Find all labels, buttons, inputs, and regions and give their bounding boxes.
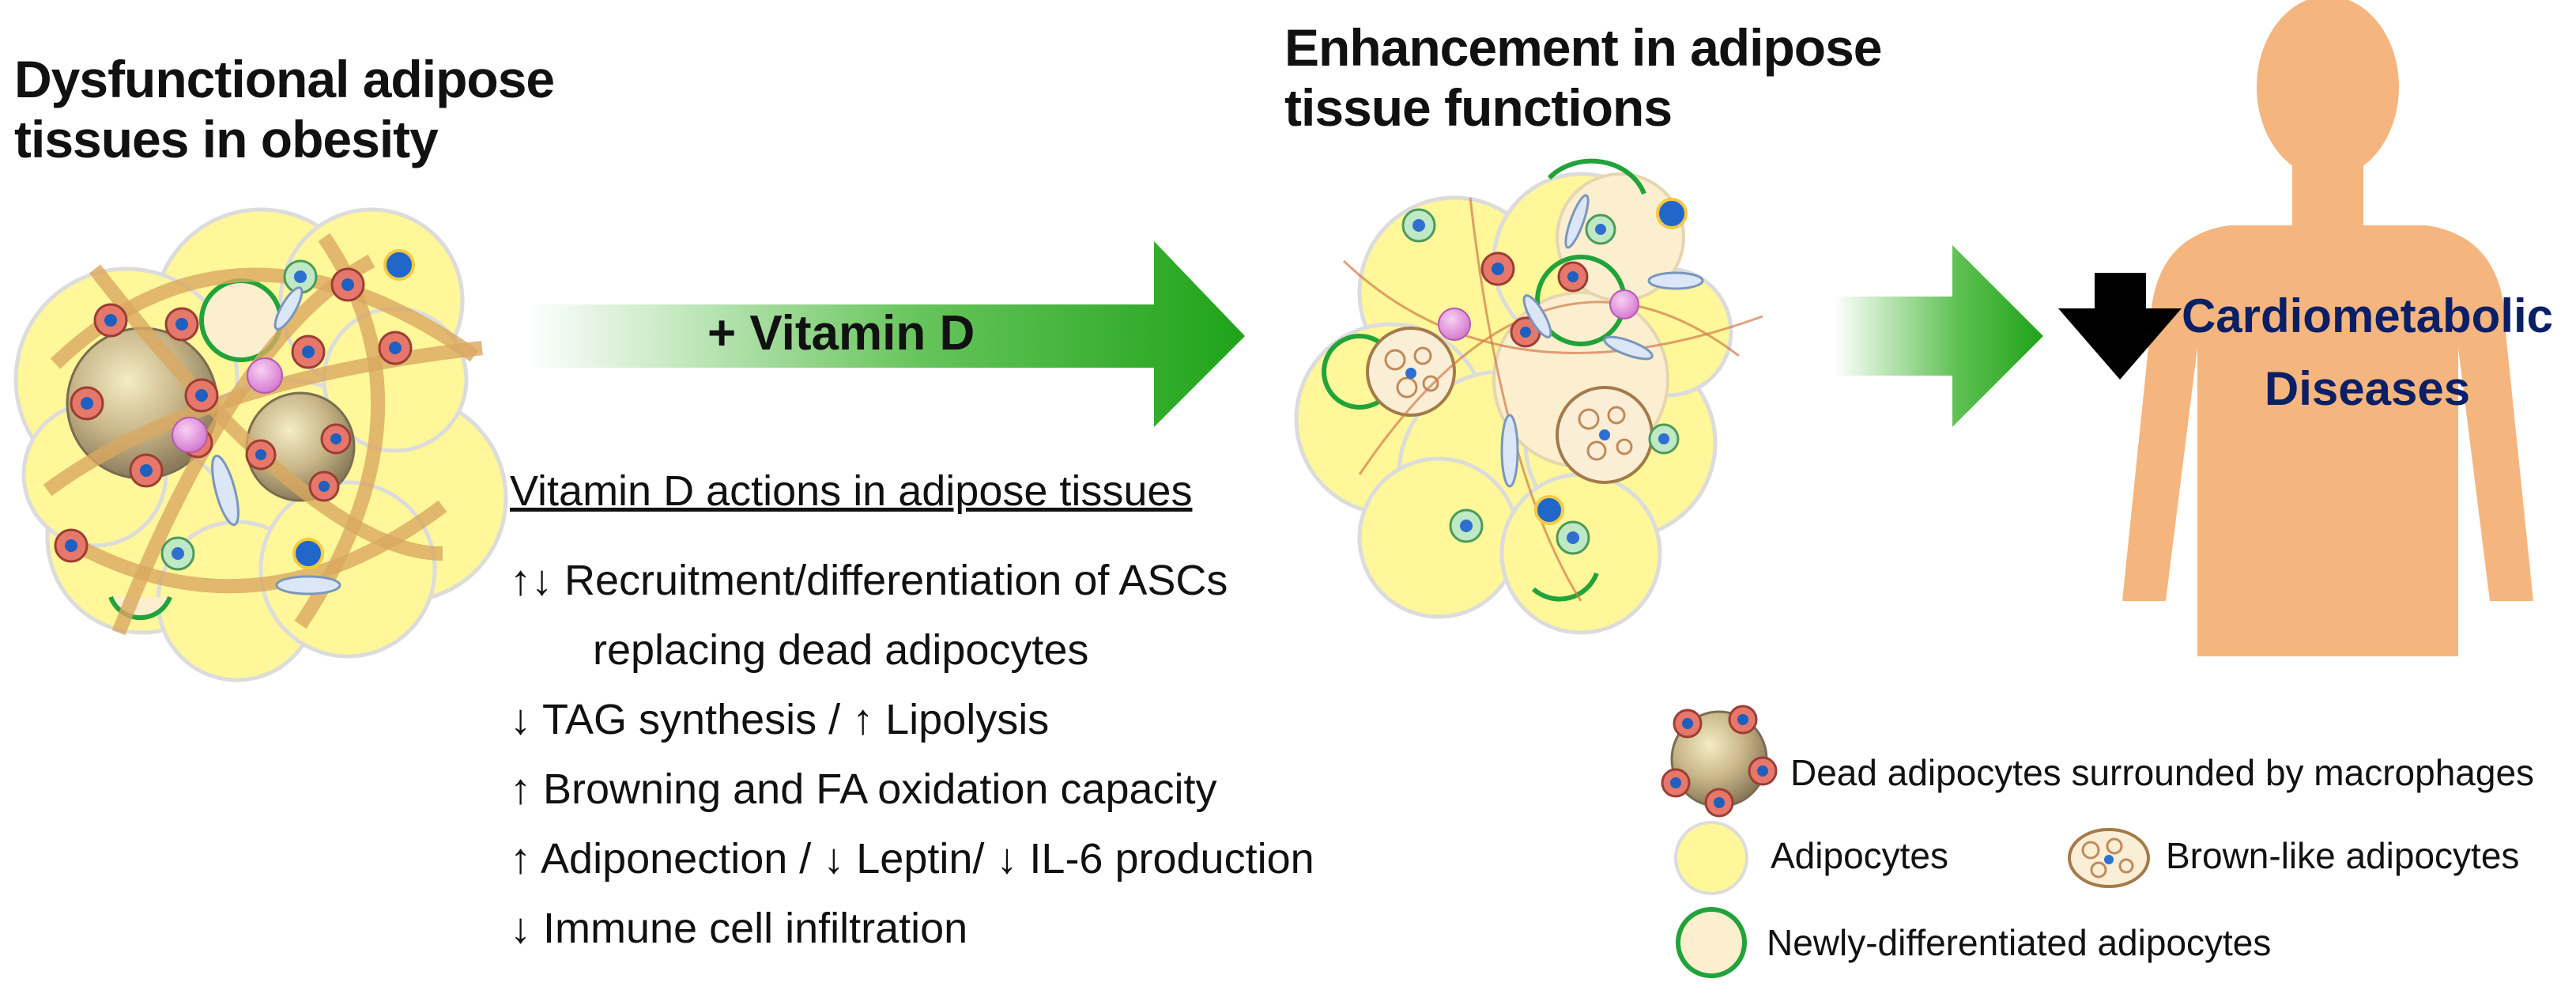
outcome-line-1: Cardiometabolic: [2181, 289, 2554, 342]
legend-dead-label: Dead adipocytes surrounded by macrophage…: [1790, 752, 2535, 793]
actions-title: Vitamin D actions in adipose tissues: [510, 467, 1193, 515]
action-item: ↑↓ Recruitment/differentiation of ASCs: [510, 557, 1228, 604]
vitamin-d-label: + Vitamin D: [707, 306, 975, 361]
actions-list: ↑↓ Recruitment/differentiation of ASCs r…: [510, 546, 1314, 963]
action-item: ↓ Immune cell infiltration: [510, 905, 968, 952]
right-title-line-1: Enhancement in adipose: [1284, 18, 1882, 77]
action-item: ↑ Adiponection / ↓ Leptin/ ↓ IL-6 produc…: [510, 835, 1314, 883]
action-item: ↓ TAG synthesis / ↑ Lipolysis: [510, 696, 1050, 743]
right-title-line-2: tissue functions: [1284, 78, 1673, 137]
dysfunctional-adipose-cluster: [13, 207, 508, 682]
legend-adipocyte-icon: [1674, 821, 1748, 895]
outcome-line-2: Diseases: [2264, 362, 2471, 415]
action-item: ↑ Browning and FA oxidation capacity: [510, 765, 1217, 813]
left-title-line-1: Dysfunctional adipose: [14, 50, 555, 108]
enhanced-adipose-cluster: [1294, 158, 1763, 635]
action-item: replacing dead adipocytes: [593, 626, 1089, 674]
right-title: Enhancement in adipose tissue functions: [1284, 17, 1882, 138]
legend-new-adipocyte-icon: [1676, 907, 1747, 978]
outcome-arrow: [1834, 245, 2043, 427]
legend-dead-adipocyte-icon: [1661, 705, 1778, 818]
legend-new-label: Newly-differentiated adipocytes: [1767, 922, 2272, 963]
left-title-line-2: tissues in obesity: [14, 110, 439, 168]
legend-brown-adipocyte-icon: [2068, 828, 2150, 888]
decrease-arrow-icon: [2058, 273, 2182, 380]
legend-brown-label: Brown-like adipocytes: [2166, 835, 2520, 876]
vitamin-d-arrow: [526, 241, 1245, 427]
left-title: Dysfunctional adipose tissues in obesity: [14, 49, 555, 169]
outcome-label: Cardiometabolic Diseases: [2170, 280, 2565, 425]
legend-adipocytes-label: Adipocytes: [1771, 835, 1949, 876]
human-body-silhouette: [2122, 0, 2533, 656]
